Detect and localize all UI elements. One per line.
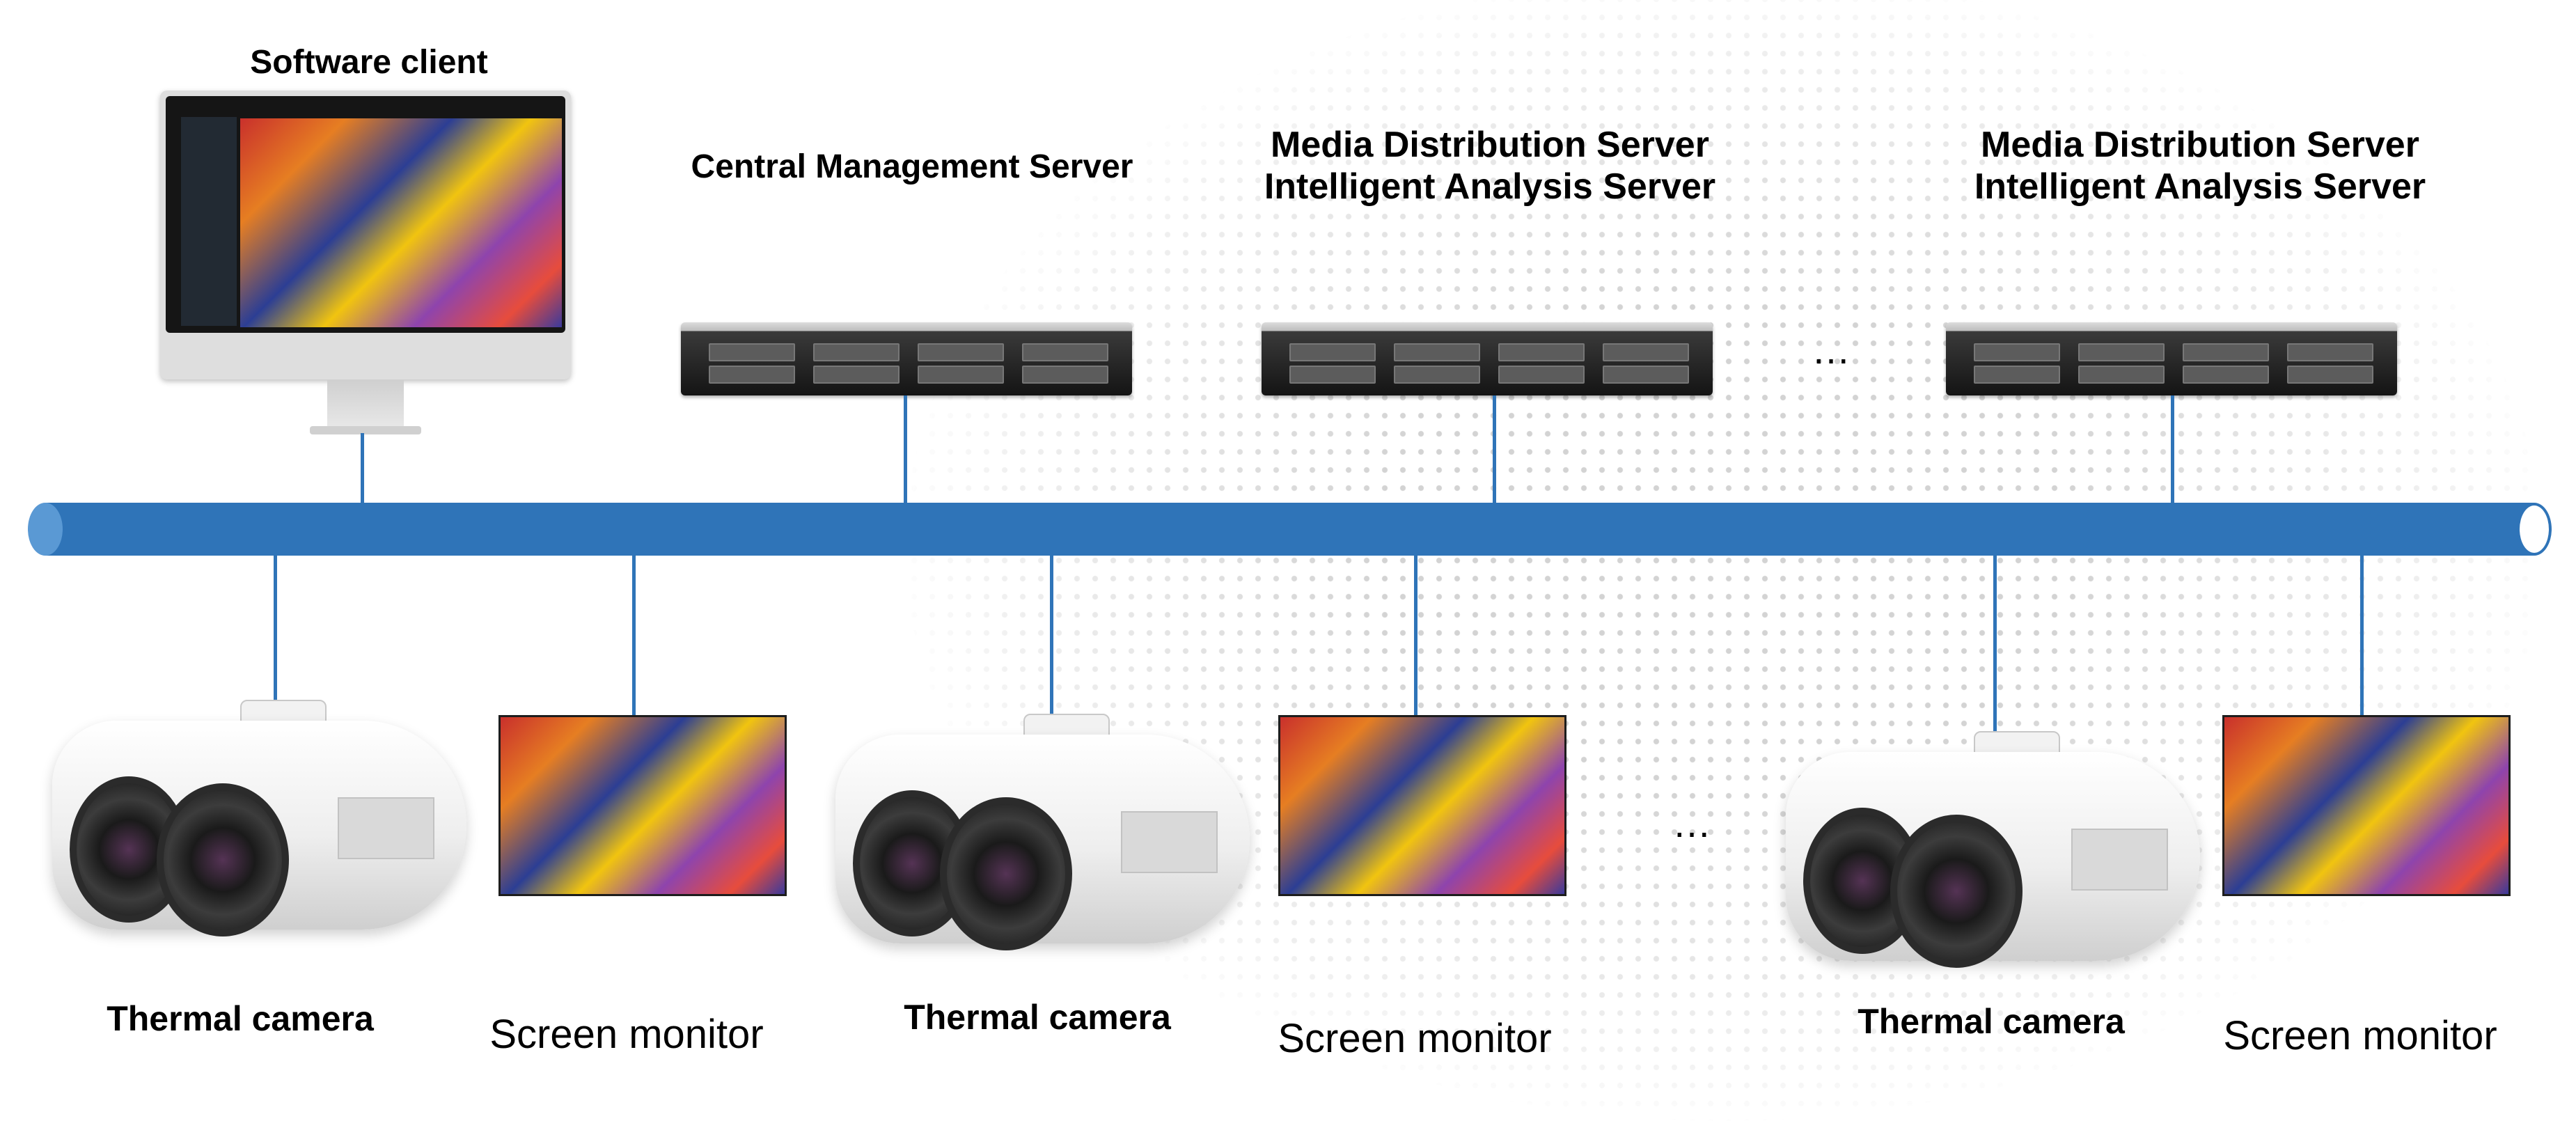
monitor-stand [327, 379, 404, 428]
media-server-2-line2: Intelligent Analysis Server [1974, 166, 2426, 207]
connector-line [1493, 395, 1496, 504]
connector-line [632, 554, 636, 716]
connector-line [2360, 554, 2364, 716]
connector-line [361, 433, 364, 504]
connector-line [274, 554, 277, 710]
screen-monitor-2-icon [1278, 715, 1566, 896]
monitor-icon [160, 91, 571, 379]
device-ellipsis: … [1672, 801, 1711, 845]
screen-monitor-3-icon [2222, 715, 2511, 896]
media-server-2-line1: Media Distribution Server [1981, 125, 2419, 165]
network-bus-right-end [2517, 503, 2552, 556]
thermal-camera-3-label: Thermal camera [1858, 1002, 2125, 1041]
media-server-1-icon [1262, 322, 1713, 395]
connector-line [1993, 554, 1997, 741]
thermal-camera-1-label: Thermal camera [107, 999, 374, 1038]
thermal-camera-2-label: Thermal camera [904, 998, 1171, 1037]
software-client-label: Software client [250, 44, 488, 81]
thermal-camera-2-icon [835, 714, 1250, 954]
media-server-2-icon [1946, 322, 2397, 395]
thermal-camera-1-icon [52, 700, 466, 940]
central-management-server-icon [681, 322, 1132, 395]
connector-line [2171, 395, 2174, 504]
network-bus-left-end [28, 503, 63, 556]
screen-monitor-1-icon [498, 715, 787, 896]
central-management-server-label: Central Management Server [691, 148, 1133, 185]
screen-monitor-2-label: Screen monitor [1278, 1016, 1552, 1061]
media-server-1-line1: Media Distribution Server [1271, 125, 1709, 165]
connector-line [1414, 554, 1417, 716]
media-server-2-label: Media Distribution Server Intelligent An… [1963, 124, 2437, 207]
screen-monitor-1-label: Screen monitor [489, 1012, 764, 1057]
media-server-1-line2: Intelligent Analysis Server [1264, 166, 1716, 207]
server-ellipsis: … [1812, 328, 1851, 372]
monitor-base [310, 426, 421, 434]
network-bus [45, 503, 2534, 556]
connector-line [904, 395, 907, 504]
thermal-camera-3-icon [1786, 731, 2200, 971]
screen-monitor-3-label: Screen monitor [2223, 1013, 2497, 1058]
media-server-1-label: Media Distribution Server Intelligent An… [1253, 124, 1727, 207]
connector-line [1050, 554, 1053, 727]
